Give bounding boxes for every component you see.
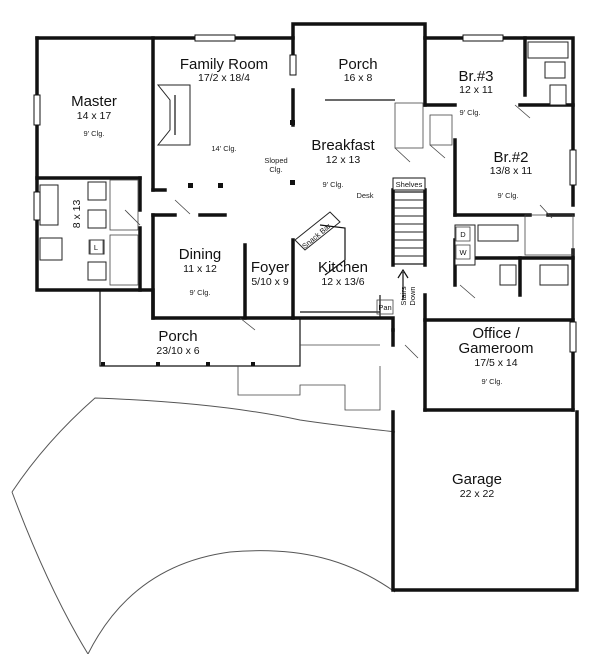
down-label: Down xyxy=(408,286,417,305)
br2-clg: 9' Clg. xyxy=(497,191,518,200)
linen-label: L xyxy=(94,243,98,252)
desk-label: Desk xyxy=(356,191,373,200)
dining-dims: 11 x 12 xyxy=(183,263,217,275)
breakfast-clg: 9' Clg. xyxy=(322,180,343,189)
driveway-inner-edge xyxy=(87,550,396,654)
dining-name: Dining xyxy=(179,246,222,263)
shelves: Shelves xyxy=(392,177,426,191)
room-office: Office / Gameroom 17/5 x 14 9' Clg. xyxy=(458,325,533,386)
bedroom-bath-fixtures xyxy=(454,41,569,286)
driveway-left-edge xyxy=(11,491,89,654)
garage-dims: 22 x 22 xyxy=(460,488,495,500)
room-br3: Br.#3 12 x 11 9' Clg. xyxy=(458,68,493,117)
staircase xyxy=(392,191,426,265)
office-dims: 17/5 x 14 xyxy=(474,357,517,369)
breakfast-dims: 12 x 13 xyxy=(326,154,361,166)
master-bath-dims: 8 x 13 xyxy=(71,200,83,229)
fireplace xyxy=(156,84,191,146)
kitchen-dims: 12 x 13/6 xyxy=(321,276,364,288)
br2-dims: 13/8 x 11 xyxy=(490,165,533,177)
family-name: Family Room xyxy=(180,56,268,73)
foyer-name: Foyer xyxy=(251,259,289,276)
pantry-label: Pan xyxy=(378,303,391,312)
family-clg: 14' Clg. xyxy=(211,144,236,153)
washer-label: W xyxy=(459,248,467,257)
driveway-outer-edge xyxy=(11,397,396,493)
exterior-walls xyxy=(35,22,579,592)
porch-front-dims: 23/10 x 6 xyxy=(156,345,199,357)
room-master-bath: 8 x 13 L xyxy=(71,200,104,255)
room-breakfast: Breakfast 12 x 13 9' Clg. Desk xyxy=(311,137,375,200)
porch-rear-dims: 16 x 8 xyxy=(344,72,373,84)
garage-name: Garage xyxy=(452,471,502,488)
pantry: Pan xyxy=(376,299,394,315)
room-porch-rear: Porch 16 x 8 xyxy=(338,56,377,84)
sloped-label: Sloped xyxy=(264,156,287,165)
office-name: Office / xyxy=(472,325,520,342)
master-dims: 14 x 17 xyxy=(77,110,112,122)
br2-name: Br.#2 xyxy=(493,149,528,166)
stairs-label: Stairs xyxy=(399,286,408,305)
room-porch-front: Porch 23/10 x 6 xyxy=(156,328,199,357)
door-swings xyxy=(124,104,553,359)
room-dining: Dining 11 x 12 9' Clg. xyxy=(179,246,222,297)
foyer-dims: 5/10 x 9 xyxy=(251,276,289,288)
dryer-label: D xyxy=(460,230,466,239)
posts xyxy=(101,120,295,366)
master-clg: 9' Clg. xyxy=(83,129,104,138)
front-porch-outline xyxy=(99,290,381,411)
closets xyxy=(394,102,574,256)
sloped-clg-label: Clg. xyxy=(269,165,282,174)
office-clg: 9' Clg. xyxy=(481,377,502,386)
family-dims: 17/2 x 18/4 xyxy=(198,72,250,84)
room-kitchen: Kitchen 12 x 13/6 xyxy=(318,259,368,288)
br3-dims: 12 x 11 xyxy=(459,84,493,96)
br3-clg: 9' Clg. xyxy=(459,108,480,117)
master-bath-fixtures xyxy=(39,179,139,286)
porch-rear-name: Porch xyxy=(338,56,377,73)
stairs-down: Stairs Down xyxy=(397,268,417,306)
room-foyer: Foyer 5/10 x 9 xyxy=(251,259,289,288)
kitchen-name: Kitchen xyxy=(318,259,368,276)
room-family: Family Room 17/2 x 18/4 14' Clg. Sloped … xyxy=(180,56,288,174)
room-garage: Garage 22 x 22 xyxy=(452,471,502,500)
breakfast-name: Breakfast xyxy=(311,137,375,154)
dining-clg: 9' Clg. xyxy=(189,288,210,297)
gameroom-name: Gameroom xyxy=(458,340,533,357)
porch-front-name: Porch xyxy=(158,328,197,345)
laundry: D W xyxy=(455,226,471,260)
room-br2: Br.#2 13/8 x 11 9' Clg. xyxy=(490,149,533,200)
shelves-label: Shelves xyxy=(396,180,423,189)
snack-bar xyxy=(294,211,346,276)
windows xyxy=(33,34,577,353)
room-master: Master 14 x 17 9' Clg. xyxy=(71,93,117,138)
br3-name: Br.#3 xyxy=(458,68,493,85)
master-name: Master xyxy=(71,93,117,110)
